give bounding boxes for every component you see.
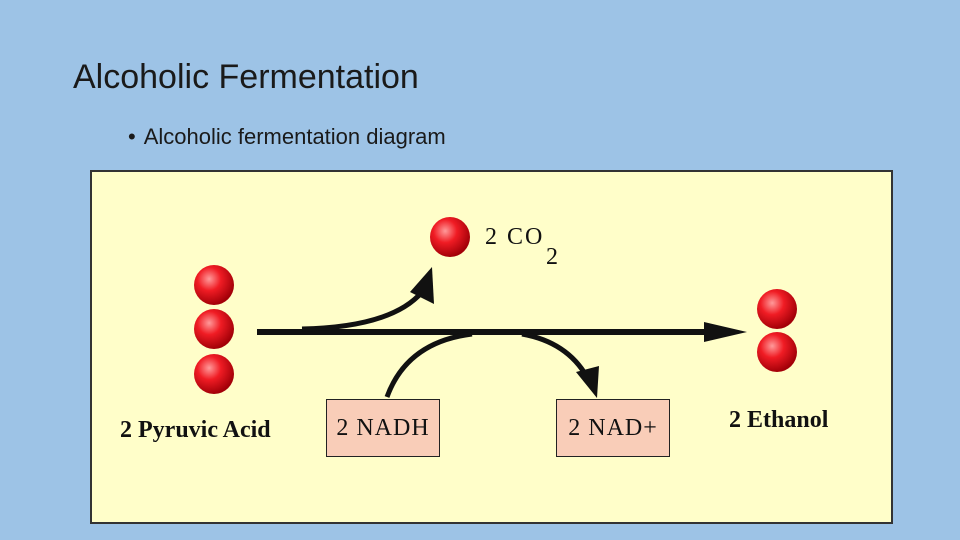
pyruvic-acid-label: 2 Pyruvic Acid xyxy=(120,417,271,443)
ethanol-label: 2 Ethanol xyxy=(729,407,829,433)
ethanol-molecule xyxy=(757,289,797,372)
nad-output-arrow xyxy=(521,331,599,398)
slide-title: Alcoholic Fermentation xyxy=(73,58,419,96)
nad-box: 2 NAD+ xyxy=(556,399,670,457)
co2-label: 2 CO xyxy=(485,224,545,250)
bullet-text: Alcoholic fermentation diagram xyxy=(143,124,446,149)
co2-release-arrow xyxy=(301,267,434,332)
co2-molecule xyxy=(430,217,470,257)
nadh-box: 2 NADH xyxy=(326,399,440,457)
nadh-label: 2 NADH xyxy=(336,414,430,441)
diagram-graphics xyxy=(194,217,797,398)
main-reaction-arrow xyxy=(257,322,747,342)
diagram-panel: 2 CO 2 2 Pyruvic Acid 2 NADH 2 NAD+ 2 Et… xyxy=(90,170,893,524)
nad-label: 2 NAD+ xyxy=(568,414,658,441)
co2-subscript: 2 xyxy=(546,244,558,270)
bullet-item: • Alcoholic fermentation diagram xyxy=(128,124,446,150)
nadh-input-arrow xyxy=(384,331,473,398)
pyruvic-acid-molecule xyxy=(194,265,234,394)
bullet-icon: • xyxy=(128,124,136,149)
